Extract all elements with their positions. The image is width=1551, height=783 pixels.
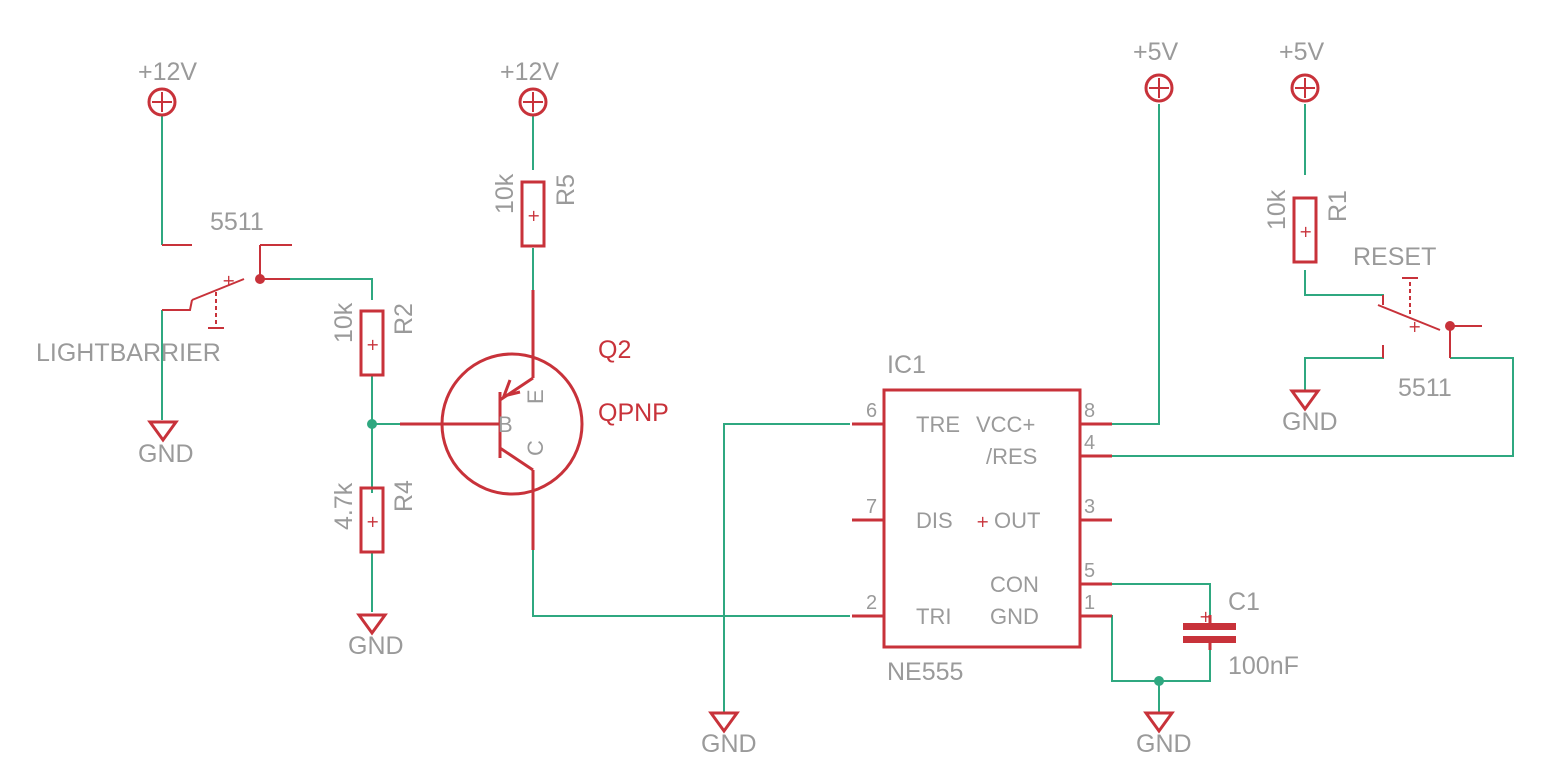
svg-text:+: + [527, 206, 540, 225]
ground-trigger: GND [701, 711, 757, 758]
resistor-r1: + 10k R1 [1263, 189, 1352, 264]
resistor-name: R2 [390, 303, 418, 335]
pin-name-res: /RES [986, 444, 1037, 469]
capacitor-value: 100nF [1228, 652, 1299, 680]
power-label: +5V [1279, 38, 1325, 66]
pin-name-dis: DIS [916, 508, 953, 533]
resistor-value: 10k [491, 173, 519, 214]
resistor-r5: + 10k R5 [491, 173, 580, 248]
power-5v-left: +5V [1133, 38, 1179, 103]
ground-c1: GND [1136, 711, 1192, 758]
ic-ne555: IC1 NE555 6 7 2 8 4 3 5 1 TRE VCC+ /RES … [852, 351, 1112, 686]
pin-number-8: 8 [1084, 400, 1095, 422]
pin-name-con: CON [990, 572, 1039, 597]
ground-label: GND [1282, 408, 1338, 436]
power-plus-icon [147, 87, 177, 117]
switch-name: LIGHTBARRIER [36, 339, 221, 367]
ground-label: GND [1136, 730, 1192, 758]
ground-icon [708, 711, 740, 734]
pin-number-6: 6 [866, 400, 877, 422]
resistor-name: R5 [552, 174, 580, 206]
pin-name-gnd: GND [990, 604, 1039, 629]
ground-label: GND [138, 440, 194, 468]
ground-label: GND [348, 632, 404, 660]
svg-text:+: + [1299, 222, 1312, 241]
junction-dot [367, 419, 377, 429]
power-plus-icon [518, 87, 548, 117]
switch-lightbarrier: 5511 + LIGHTBARRIER [36, 208, 292, 367]
wires [161, 104, 1514, 712]
pin-label-e: E [523, 389, 548, 404]
svg-text:+: + [366, 512, 379, 531]
resistor-value: 4.7k [330, 482, 358, 530]
pin-name-vcc: VCC+ [976, 412, 1035, 437]
capacitor-c1: + C1 100nF [1183, 588, 1299, 680]
pin-name-tre: TRE [916, 412, 960, 437]
ground-lightbarrier: GND [138, 420, 194, 468]
ground-icon [1289, 389, 1321, 412]
pin-number-7: 7 [866, 496, 877, 518]
junction-dot [1445, 321, 1455, 331]
ground-label: GND [701, 730, 757, 758]
svg-text:+: + [366, 335, 379, 354]
switch-value: 5511 [1398, 374, 1452, 402]
pin-name-out: OUT [994, 508, 1040, 533]
pin-name-tri: TRI [916, 604, 951, 629]
junction-dot [1154, 676, 1164, 686]
power-plus-icon [1144, 73, 1174, 103]
pin-number-4: 4 [1084, 432, 1095, 454]
ground-icon [356, 613, 388, 636]
ground-icon [147, 420, 179, 443]
power-label: +12V [500, 58, 559, 86]
svg-text:+: + [1408, 317, 1421, 336]
power-5v-right: +5V [1279, 38, 1325, 103]
ground-reset: GND [1282, 389, 1338, 436]
resistor-r2: + 10k R2 [330, 302, 418, 377]
power-plus-icon [1290, 73, 1320, 103]
transistor-q2: B E C Q2 QPNP [400, 290, 669, 550]
capacitor-name: C1 [1228, 588, 1260, 616]
svg-text:+: + [976, 512, 989, 531]
resistor-value: 10k [330, 302, 358, 343]
ic-name: IC1 [887, 351, 926, 379]
pin-number-2: 2 [866, 592, 877, 614]
transistor-value: QPNP [598, 399, 669, 427]
resistor-name: R4 [390, 480, 418, 512]
junction-dot [255, 274, 265, 284]
ground-icon [1143, 711, 1175, 734]
resistor-r4: + 4.7k R4 [330, 480, 418, 554]
power-12v-mid: +12V [500, 58, 559, 117]
power-12v-left: +12V [138, 58, 197, 117]
transistor-name: Q2 [598, 336, 631, 364]
switch-name: RESET [1353, 243, 1436, 271]
resistor-value: 10k [1263, 189, 1291, 230]
pin-number-1: 1 [1084, 592, 1095, 614]
svg-text:+: + [222, 271, 235, 290]
pin-number-5: 5 [1084, 560, 1095, 582]
power-label: +12V [138, 58, 197, 86]
resistor-name: R1 [1324, 190, 1352, 222]
power-label: +5V [1133, 38, 1179, 66]
pin-number-3: 3 [1084, 496, 1095, 518]
switch-value: 5511 [210, 208, 264, 236]
switch-reset: RESET + 5511 [1353, 243, 1482, 402]
ground-r4: GND [348, 613, 404, 660]
svg-text:+: + [1199, 607, 1212, 626]
pin-label-c: C [523, 440, 548, 456]
ic-value: NE555 [887, 658, 963, 686]
pin-label-b: B [498, 412, 513, 437]
